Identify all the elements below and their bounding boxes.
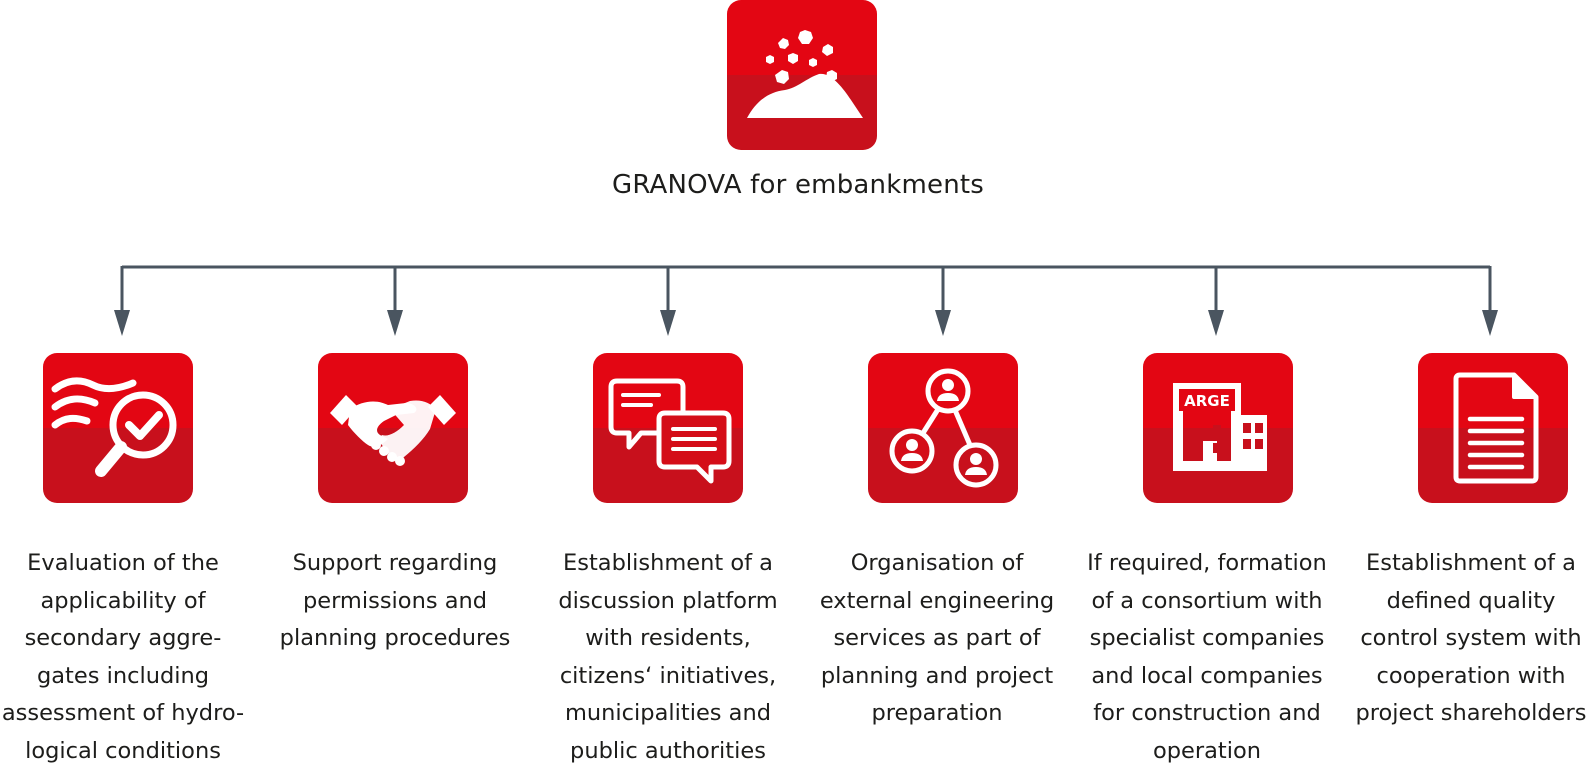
item-4-icon-box (868, 353, 1018, 503)
arrowhead-1 (114, 310, 130, 336)
item-6-text: Establishment of a defined quality contr… (1355, 550, 1587, 726)
item-4-text: Organisation of external engineering ser… (819, 550, 1055, 726)
aggregate-pile-icon (747, 30, 863, 118)
item-3-icon-box (593, 353, 743, 503)
arrowhead-6 (1482, 310, 1498, 336)
item-2-icon-box (318, 353, 468, 503)
item-5-icon-box: ARGE (1143, 353, 1293, 503)
item-1-text: Evaluation of the applicability of secon… (1, 550, 245, 764)
arrowhead-4 (935, 310, 951, 336)
item-5-text: If required, formation of a consortium w… (1087, 550, 1327, 764)
item-1-icon-box (43, 353, 193, 503)
arrowhead-3 (660, 310, 676, 336)
item-3-text: Establishment of a discussion platform w… (558, 550, 778, 764)
document-icon (1453, 372, 1539, 484)
item-2-text: Support regarding permissions and planni… (279, 550, 511, 651)
arge-label: ARGE (1184, 392, 1230, 410)
root-icon-box (727, 0, 877, 150)
network-people-icon (889, 368, 999, 488)
magnifier-check-icon (51, 377, 177, 477)
arrowhead-2 (387, 310, 403, 336)
diagram-title: GRANOVA for embankments (611, 170, 985, 200)
item-6-icon-box (1418, 353, 1568, 503)
arge-building-icon: ARGE (1173, 383, 1267, 471)
arrowhead-5 (1208, 310, 1224, 336)
handshake-icon (330, 395, 456, 466)
chat-bubbles-icon (608, 378, 732, 484)
